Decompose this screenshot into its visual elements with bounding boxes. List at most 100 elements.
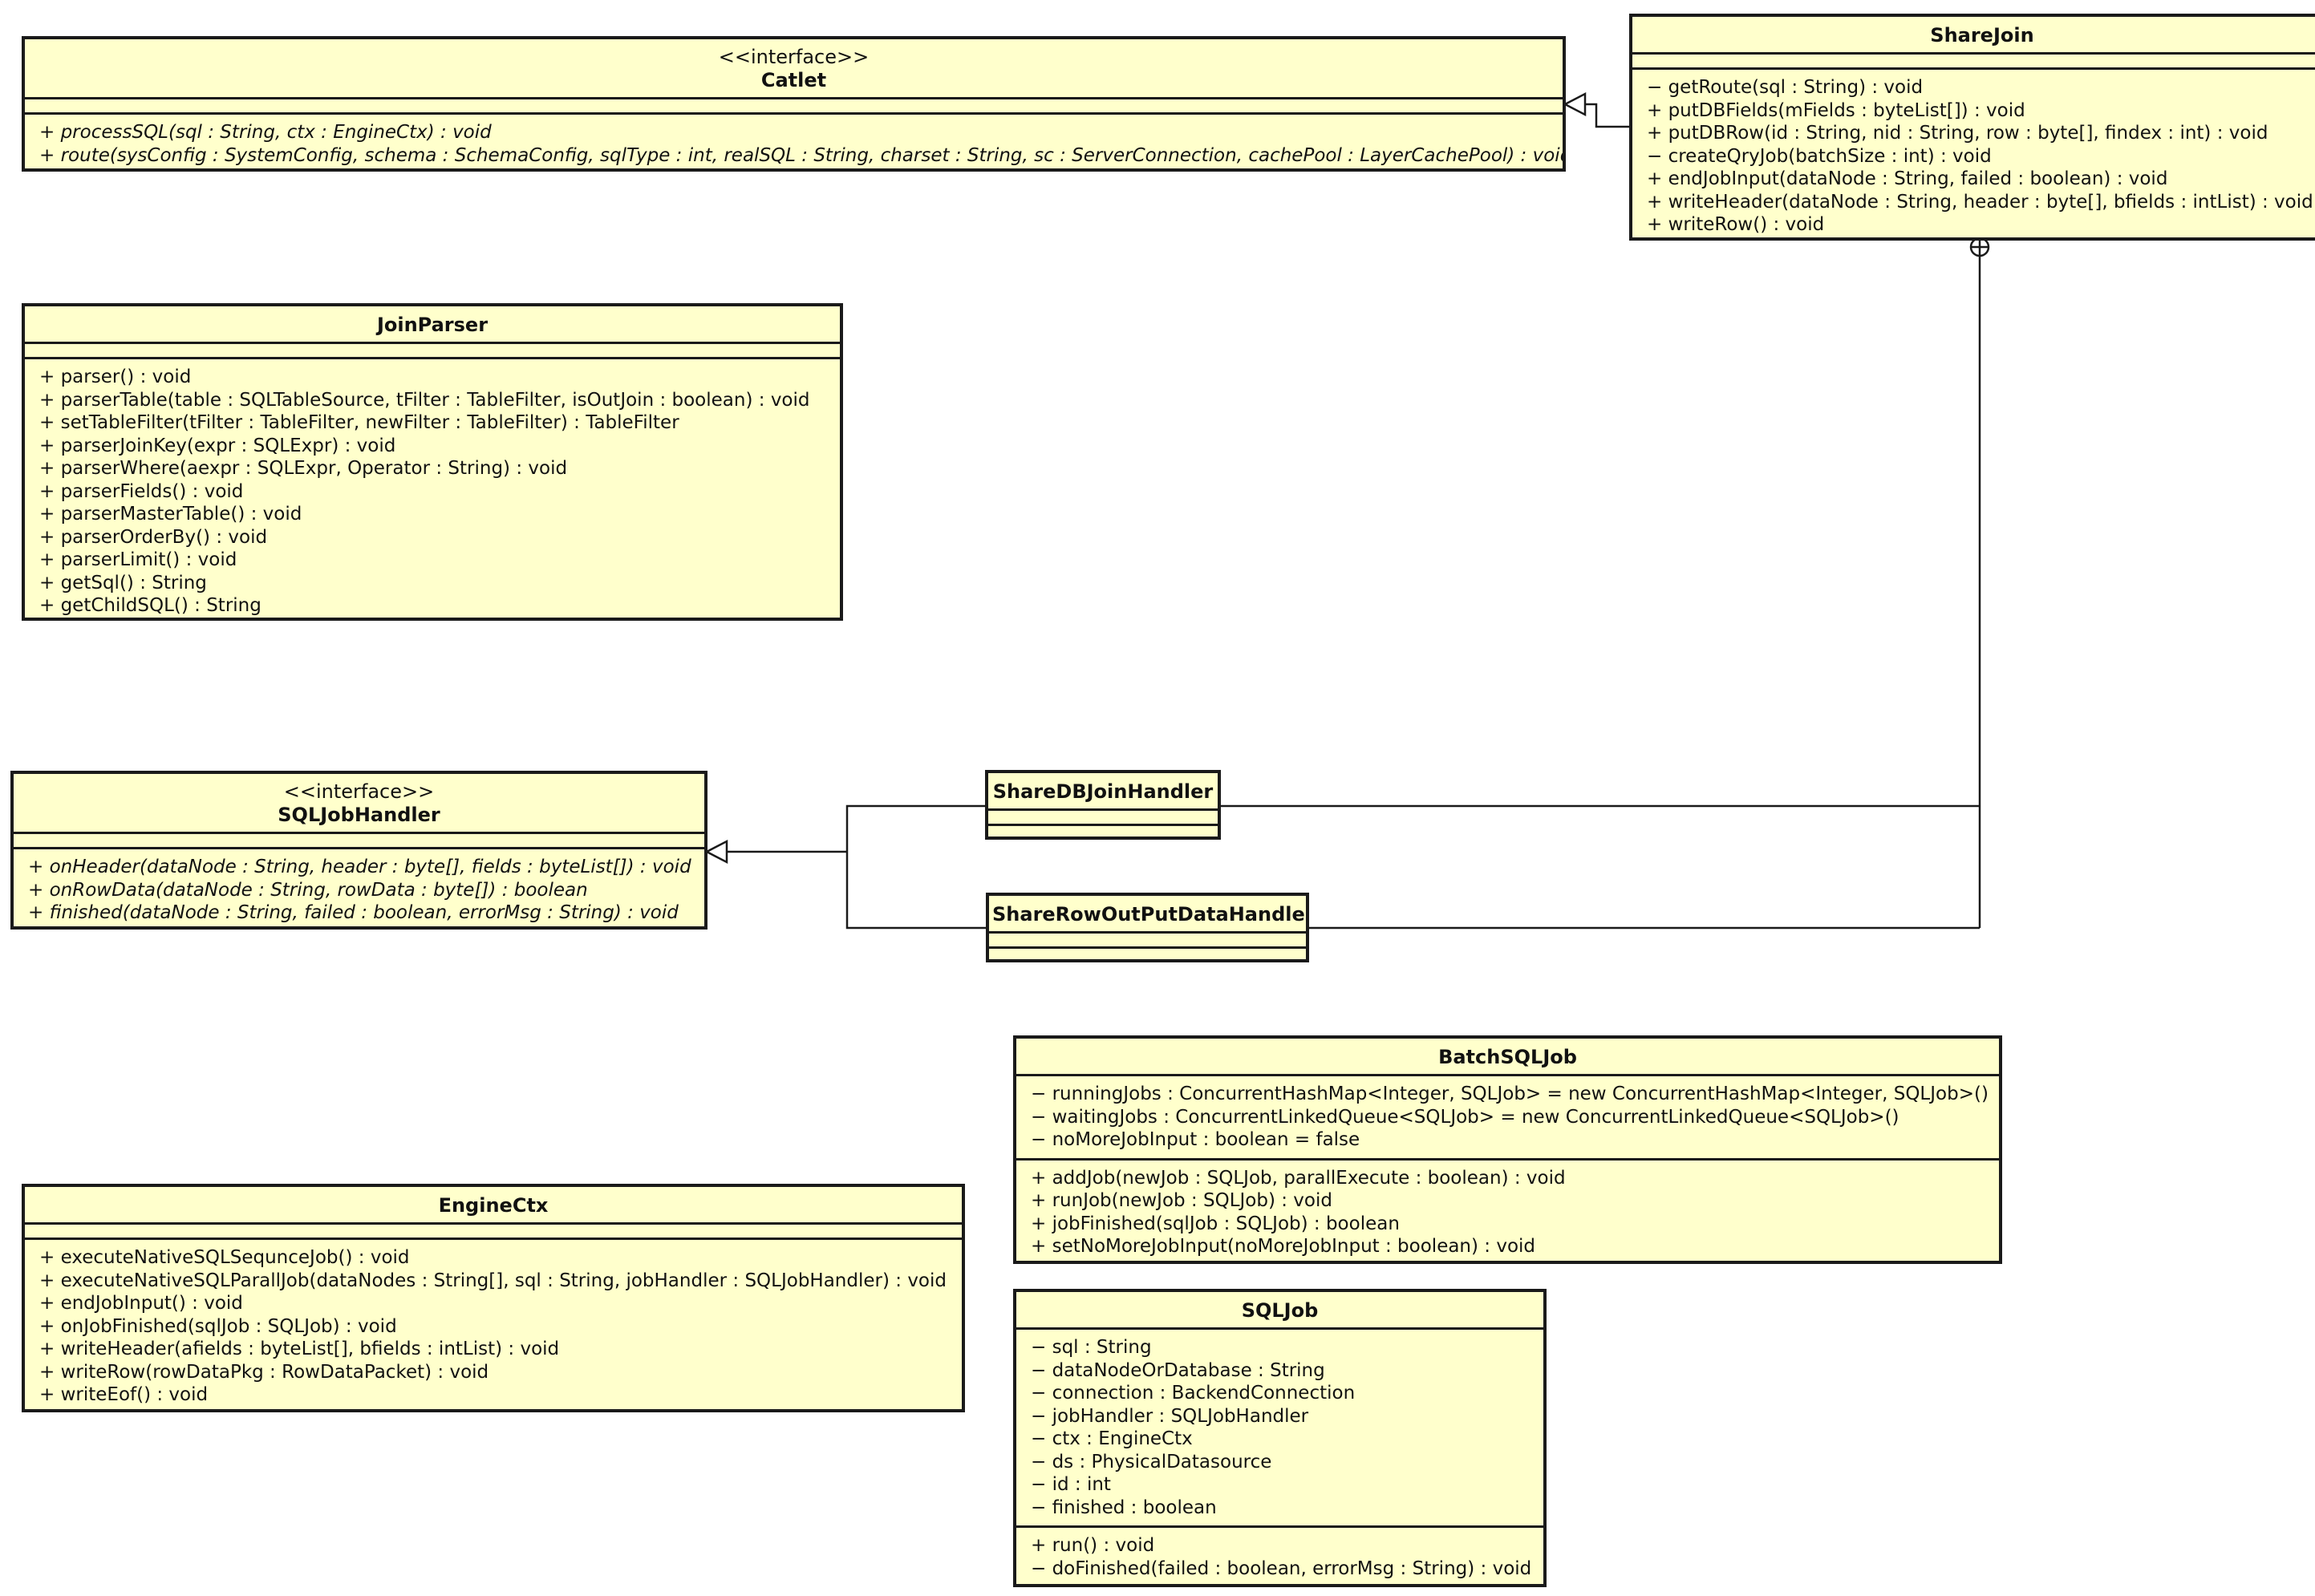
attribute: − connection : BackendConnection: [1031, 1383, 1356, 1404]
class-header: SQLJob: [1016, 1292, 1543, 1330]
class-batchsqljob[interactable]: BatchSQLJob − runningJobs : ConcurrentHa…: [1013, 1035, 2002, 1264]
operation: + parserMasterTable() : void: [39, 504, 302, 525]
operation: + writeHeader(dataNode : String, header …: [1647, 191, 2313, 213]
attributes-compartment: [1632, 55, 2315, 70]
class-name: ShareJoin: [1930, 24, 2034, 47]
operation: + setNoMoreJobInput(noMoreJobInput : boo…: [1031, 1236, 1536, 1257]
operation: + finished(dataNode : String, failed : b…: [28, 902, 679, 923]
operation: + endJobInput() : void: [39, 1293, 243, 1314]
operation: − createQryJob(batchSize : int) : void: [1647, 145, 1992, 167]
operations-compartment: [989, 949, 1306, 959]
operation: + parser() : void: [39, 367, 192, 387]
attributes-compartment: [989, 934, 1306, 949]
operation: + setTableFilter(tFilter : TableFilter, …: [39, 412, 679, 433]
class-sharerowoutputdatahandler[interactable]: ShareRowOutPutDataHandler: [986, 893, 1309, 962]
operation: + parserOrderBy() : void: [39, 526, 268, 548]
attributes-compartment: − sql : String − dataNodeOrDatabase : St…: [1016, 1330, 1543, 1528]
class-sqljobhandler[interactable]: <<interface>> SQLJobHandler + onHeader(d…: [10, 771, 707, 930]
operation: + putDBRow(id : String, nid : String, ro…: [1647, 123, 2268, 144]
attributes-compartment: [14, 834, 704, 849]
class-header: ShareRowOutPutDataHandler: [989, 896, 1306, 934]
operation: + parserJoinKey(expr : SQLExpr) : void: [39, 435, 396, 456]
operation: + endJobInput(dataNode : String, failed …: [1647, 168, 2168, 189]
operation: + getSql() : String: [39, 572, 207, 593]
operation: + writeHeader(afields : byteList[], bfie…: [39, 1339, 560, 1359]
operations-compartment: + addJob(newJob : SQLJob, parallExecute …: [1016, 1161, 1999, 1262]
attributes-compartment: [25, 99, 1563, 115]
class-name: Catlet: [760, 69, 827, 91]
operation: + executeNativeSQLSequnceJob() : void: [39, 1247, 410, 1268]
class-name: ShareDBJoinHandler: [992, 780, 1214, 803]
class-name: EngineCtx: [438, 1194, 549, 1217]
operation: − getRoute(sql : String) : void: [1647, 77, 1924, 98]
operations-compartment: [988, 826, 1218, 836]
stereotype-label: <<interface>>: [718, 46, 870, 68]
class-name: BatchSQLJob: [1438, 1046, 1577, 1068]
class-name: JoinParser: [376, 314, 489, 336]
attribute: − runningJobs : ConcurrentHashMap<Intege…: [1031, 1084, 1989, 1104]
attributes-compartment: [988, 811, 1218, 826]
operations-compartment: + processSQL(sql : String, ctx : EngineC…: [25, 115, 1566, 168]
operation: + jobFinished(sqlJob : SQLJob) : boolean: [1031, 1213, 1400, 1234]
operations-compartment: + executeNativeSQLSequnceJob() : void + …: [25, 1240, 962, 1409]
operation: + route(sysConfig : SystemConfig, schema…: [39, 144, 1566, 166]
operation: + writeRow(rowDataPkg : RowDataPacket) :…: [39, 1361, 489, 1383]
attribute: − sql : String: [1031, 1337, 1152, 1358]
class-name: SQLJob: [1241, 1299, 1319, 1322]
operation: + onRowData(dataNode : String, rowData :…: [28, 879, 588, 901]
class-header: <<interface>> SQLJobHandler: [14, 774, 704, 834]
operation: + processSQL(sql : String, ctx : EngineC…: [39, 122, 492, 143]
class-catlet[interactable]: <<interface>> Catlet + processSQL(sql : …: [22, 36, 1566, 172]
operation: + parserLimit() : void: [39, 549, 237, 570]
class-header: BatchSQLJob: [1016, 1039, 1999, 1076]
class-name: SQLJobHandler: [278, 804, 440, 826]
class-sqljob[interactable]: SQLJob − sql : String − dataNodeOrDataba…: [1013, 1289, 1547, 1587]
realization-arrowhead-catlet: [1563, 91, 1587, 117]
operation: + writeRow() : void: [1647, 214, 1825, 235]
operations-compartment: − getRoute(sql : String) : void + putDBF…: [1632, 70, 2315, 237]
operation: + run() : void: [1031, 1535, 1155, 1556]
attribute: − finished : boolean: [1031, 1497, 1217, 1518]
class-sharedbjoinhandler[interactable]: ShareDBJoinHandler: [985, 770, 1221, 840]
realization-arrowhead-sqljobhandler: [704, 839, 728, 865]
attribute: − ds : PhysicalDatasource: [1031, 1451, 1272, 1472]
operations-compartment: + parser() : void + parserTable(table : …: [25, 359, 840, 618]
operation: + putDBFields(mFields : byteList[]) : vo…: [1647, 99, 2025, 121]
operation: + onJobFinished(sqlJob : SQLJob) : void: [39, 1315, 397, 1337]
operation: + onHeader(dataNode : String, header : b…: [28, 857, 691, 877]
stereotype-label: <<interface>>: [283, 780, 435, 803]
realization-edge-sharedbjoinhandler: [845, 804, 986, 852]
operation: + parserWhere(aexpr : SQLExpr, Operator …: [39, 458, 568, 479]
class-header: ShareJoin: [1632, 17, 2315, 55]
attributes-compartment: [25, 344, 840, 359]
attribute: − dataNodeOrDatabase : String: [1031, 1359, 1325, 1381]
operation: − doFinished(failed : boolean, errorMsg …: [1031, 1558, 1532, 1579]
realization-edge-sharerowoutputdatahandler: [845, 852, 987, 930]
class-enginectx[interactable]: EngineCtx + executeNativeSQLSequnceJob()…: [22, 1184, 965, 1412]
operations-compartment: + run() : void − doFinished(failed : boo…: [1016, 1528, 1543, 1584]
attributes-compartment: [25, 1225, 962, 1240]
operation: + parserFields() : void: [39, 480, 244, 502]
operation: + runJob(newJob : SQLJob) : void: [1031, 1190, 1332, 1211]
class-header: JoinParser: [25, 306, 840, 344]
attribute: − noMoreJobInput : boolean = false: [1031, 1129, 1360, 1150]
realization-edge-sharejoin-catlet: [1584, 103, 1630, 128]
class-header: ShareDBJoinHandler: [988, 773, 1218, 811]
operations-compartment: + onHeader(dataNode : String, header : b…: [14, 849, 704, 926]
attribute: − ctx : EngineCtx: [1031, 1428, 1193, 1449]
class-header: <<interface>> Catlet: [25, 39, 1563, 99]
operation: + writeEof() : void: [39, 1384, 209, 1405]
operation: + parserTable(table : SQLTableSource, tF…: [39, 389, 810, 411]
operation: + executeNativeSQLParallJob(dataNodes : …: [39, 1270, 947, 1291]
attribute: − waitingJobs : ConcurrentLinkedQueue<SQ…: [1031, 1106, 1899, 1128]
attribute: − id : int: [1031, 1474, 1111, 1495]
class-name: ShareRowOutPutDataHandler: [992, 903, 1309, 926]
attributes-compartment: − runningJobs : ConcurrentHashMap<Intege…: [1016, 1076, 1999, 1161]
attribute: − jobHandler : SQLJobHandler: [1031, 1405, 1309, 1427]
class-sharejoin[interactable]: ShareJoin − getRoute(sql : String) : voi…: [1629, 14, 2315, 241]
class-joinparser[interactable]: JoinParser + parser() : void + parserTab…: [22, 303, 843, 621]
class-header: EngineCtx: [25, 1187, 962, 1225]
operation: + addJob(newJob : SQLJob, parallExecute …: [1031, 1167, 1566, 1189]
